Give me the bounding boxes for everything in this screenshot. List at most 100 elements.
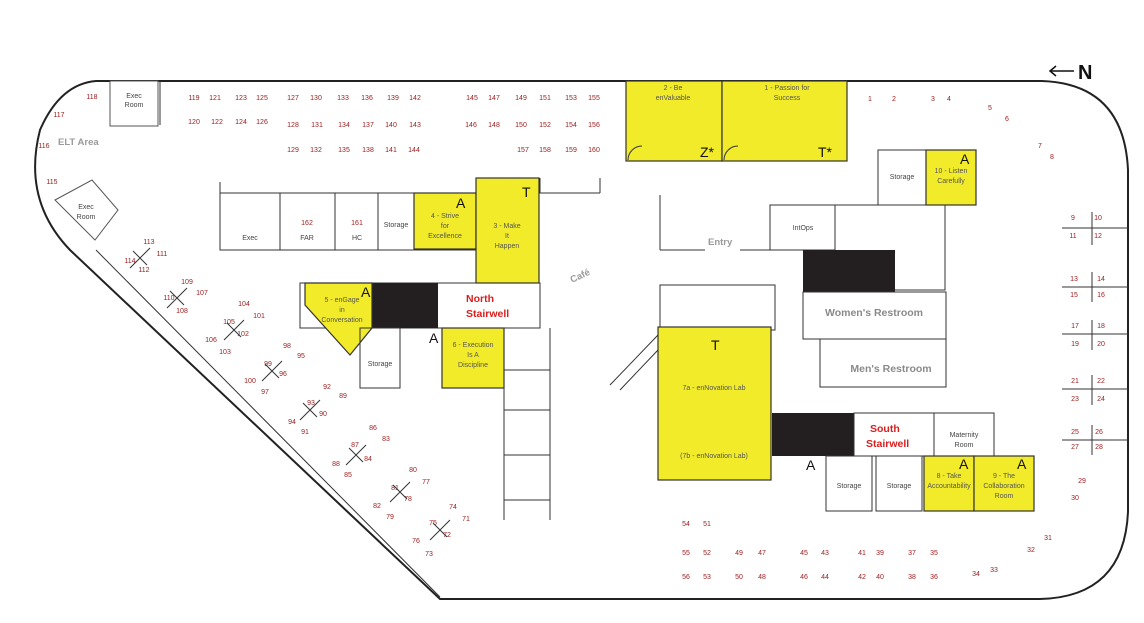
desk-number-129: 129 (287, 147, 299, 154)
desk-number-10: 10 (1094, 215, 1102, 222)
desk-number-92: 92 (323, 384, 331, 391)
storage-room-2 (359, 327, 401, 389)
intops-label: IntOps (793, 225, 814, 232)
desk-number-160: 160 (588, 147, 600, 154)
room-9-label: 9 - The (993, 473, 1015, 480)
mens-restroom (819, 338, 947, 388)
desk-divider (299, 399, 321, 421)
south-stairwell-label-2: Stairwell (866, 438, 909, 450)
desk-number-122: 122 (211, 119, 223, 126)
desk-number-6: 6 (1005, 116, 1009, 123)
room-8-mark: A (959, 456, 969, 472)
desk-number-26: 26 (1095, 429, 1103, 436)
desk-number-11: 11 (1069, 233, 1076, 240)
desk-number-145: 145 (466, 95, 478, 102)
desk-number-119: 119 (188, 95, 199, 102)
desk-number-35: 35 (930, 550, 938, 557)
desk-number-88: 88 (332, 461, 340, 468)
room-10-label-2: Carefully (937, 178, 965, 185)
desk-number-125: 125 (256, 95, 268, 102)
hc-number: 161 (351, 220, 363, 227)
room-3-label: 3 - Make (493, 223, 520, 230)
desk-number-44: 44 (821, 574, 829, 581)
exec-room-left-label-2: Room (77, 214, 96, 221)
desk-number-113: 113 (143, 239, 154, 246)
room-4-label-3: Excellence (428, 233, 462, 240)
desk-number-98: 98 (283, 343, 291, 350)
desk-number-115: 115 (46, 179, 57, 186)
desk-number-117: 117 (53, 112, 64, 119)
desk-number-46: 46 (800, 574, 808, 581)
desk-number-81: 81 (391, 485, 399, 492)
desk-number-84: 84 (364, 456, 372, 463)
desk-number-54: 54 (682, 521, 690, 528)
desk-divider (345, 444, 367, 466)
desk-number-38: 38 (908, 574, 916, 581)
room-4-strive-for-excellence (413, 192, 477, 250)
desk-number-150: 150 (515, 122, 527, 129)
desk-number-56: 56 (682, 574, 690, 581)
desk-number-156: 156 (588, 122, 600, 129)
desk-number-85: 85 (344, 472, 352, 479)
room-9-the-collaboration-room (973, 455, 1035, 512)
desk-number-142: 142 (409, 95, 421, 102)
desk-number-120: 120 (188, 119, 200, 126)
room-8-take-accountability (923, 455, 975, 512)
desk-number-103: 103 (219, 349, 231, 356)
storage-label-4: Storage (887, 483, 912, 490)
desk-number-28: 28 (1095, 444, 1103, 451)
desk-number-147: 147 (488, 95, 500, 102)
room-2-label: 2 - Be (664, 85, 683, 92)
desk-number-27: 27 (1071, 444, 1079, 451)
north-stairwell-label: North (466, 293, 494, 305)
room-6-label: 6 - Execution (453, 342, 494, 349)
room-10-mark: A (960, 151, 970, 167)
room-3-label-2: It (505, 233, 509, 240)
desk-number-121: 121 (209, 95, 221, 102)
storage-room-4 (875, 455, 923, 512)
desk-number-80: 80 (409, 467, 417, 474)
desk-number-50: 50 (735, 574, 743, 581)
desk-number-131: 131 (311, 122, 323, 129)
desk-divider (166, 287, 188, 309)
desk-number-7: 7 (1038, 143, 1042, 150)
room-1-passion-for-success (721, 80, 848, 162)
desk-number-25: 25 (1071, 429, 1079, 436)
desk-number-39: 39 (876, 550, 884, 557)
desk-number-124: 124 (235, 119, 247, 126)
desk-number-16: 16 (1097, 292, 1105, 299)
desk-number-106: 106 (205, 337, 217, 344)
desk-divider (389, 481, 411, 503)
room-6-execution-is-a-discipline (441, 327, 505, 389)
elt-area-label: ELT Area (58, 137, 99, 148)
door-arc (627, 145, 643, 161)
desk-number-136: 136 (361, 95, 373, 102)
desk-number-127: 127 (287, 95, 299, 102)
room-1-label-2: Success (774, 95, 801, 102)
desk-number-74: 74 (449, 504, 457, 511)
desk-number-155: 155 (588, 95, 600, 102)
desk-number-144: 144 (408, 147, 420, 154)
desk-number-72: 72 (443, 532, 451, 539)
room-6-label-2: Is A (467, 352, 479, 359)
room-10-label: 10 - Listen (935, 168, 968, 175)
desk-number-73: 73 (425, 551, 433, 558)
room-3-mark: T (522, 184, 531, 200)
desk-number-116: 116 (38, 143, 49, 150)
desk-number-83: 83 (382, 436, 390, 443)
room-8-label-2: Accountability (927, 483, 971, 490)
desk-number-47: 47 (758, 550, 766, 557)
desk-number-22: 22 (1097, 378, 1105, 385)
desk-number-77: 77 (422, 479, 430, 486)
room-1-mark: T* (818, 144, 833, 160)
desk-number-158: 158 (539, 147, 551, 154)
north-stairwell-label-2: Stairwell (466, 308, 509, 320)
desk-number-91: 91 (301, 429, 309, 436)
desk-number-105: 105 (223, 319, 235, 326)
room-4-label: 4 - Strive (431, 213, 459, 220)
lab-frame (659, 284, 776, 331)
desk-number-102: 102 (237, 331, 249, 338)
desk-number-143: 143 (409, 122, 421, 129)
desk-number-42: 42 (858, 574, 866, 581)
